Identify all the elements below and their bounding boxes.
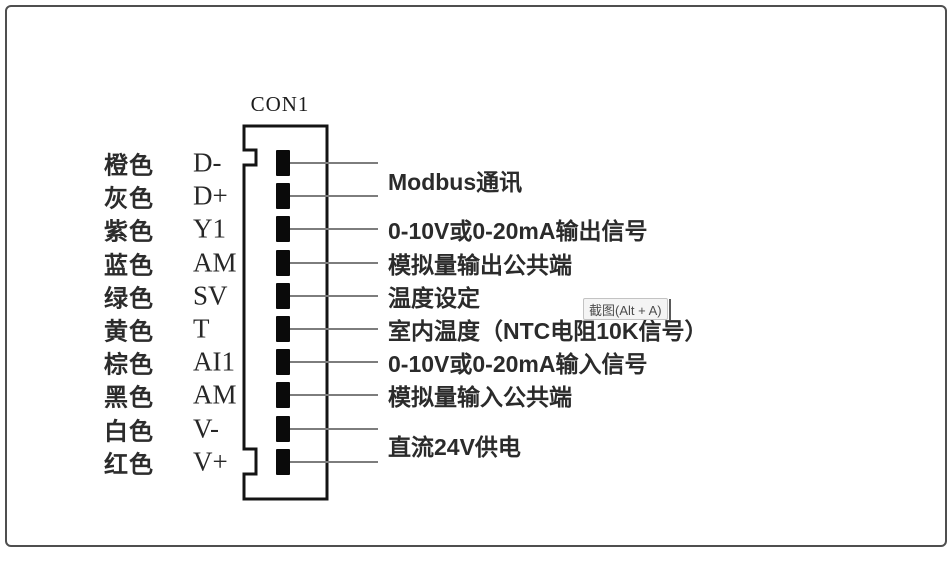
pin-name-label: T (193, 313, 210, 344)
connector-pin (276, 150, 290, 176)
signal-label: Modbus通讯 (388, 168, 523, 195)
signal-label: 0-10V或0-20mA输入信号 (388, 351, 648, 378)
pin-name-label: V+ (193, 446, 228, 477)
wire-color-label: 蓝色 (104, 252, 154, 280)
connector-pin (276, 415, 290, 442)
leader-line (290, 162, 378, 164)
signal-label: 室内温度（NTC电阻10K信号） (388, 318, 708, 344)
connector-body (242, 124, 329, 501)
wire-color-label: 白色 (104, 418, 154, 446)
wire-color-label: 黄色 (104, 318, 154, 346)
leader-line (290, 460, 378, 463)
pin-name-label: SV (193, 280, 228, 311)
pin-name-label: D- (193, 147, 222, 178)
connector-pin (276, 183, 290, 210)
signal-label: 直流24V供电 (388, 434, 521, 461)
diagram-panel: CON1 橙色 D- 灰色 D+ 紫色 Y1 蓝色 AM 绿色 SV 黄色 T 棕色 AI1 黑色 AM 白色 V… (5, 5, 947, 547)
signal-label: 0-10V或0-20mA输出信号 (388, 218, 648, 245)
wire-color-label: 红色 (104, 451, 154, 479)
wire-color-label: 紫色 (104, 218, 154, 246)
leader-line (290, 261, 378, 264)
connector-outline (242, 124, 329, 501)
text-cursor (668, 299, 671, 320)
screenshot-tooltip: 截图(Alt + A) (583, 298, 671, 320)
screenshot-tooltip-text: 截图(Alt + A) (589, 303, 662, 318)
leader-line (290, 394, 378, 397)
signal-label: 模拟量输出公共端 (388, 251, 572, 278)
signal-label: 温度设定 (388, 284, 480, 311)
connector-pin (276, 316, 290, 342)
pin-name-label: Y1 (193, 213, 226, 244)
connector-pin (276, 382, 290, 409)
connector-pin (276, 216, 290, 243)
leader-line (290, 195, 378, 198)
pin-name-label: AI1 (193, 346, 235, 377)
pin-name-label: AM (193, 379, 237, 410)
wire-color-label: 绿色 (104, 285, 154, 313)
connector-pin (276, 349, 290, 376)
pin-name-label: AM (193, 247, 237, 278)
pin-name-label: D+ (193, 180, 228, 211)
wire-color-label: 黑色 (104, 384, 154, 412)
leader-line (290, 328, 378, 330)
connector-pin (276, 249, 290, 276)
signal-label: 模拟量输入公共端 (388, 384, 572, 411)
connector-pin (276, 282, 290, 309)
leader-line (290, 361, 378, 364)
wire-color-label: 棕色 (104, 351, 154, 379)
pin-name-label: V- (193, 413, 220, 444)
wire-color-label: 橙色 (104, 152, 154, 180)
wire-color-label: 灰色 (104, 185, 154, 213)
connector-pin (276, 448, 290, 475)
leader-line (290, 427, 378, 430)
leader-line (290, 228, 378, 231)
leader-line (290, 294, 378, 297)
connector-title: CON1 (250, 92, 310, 116)
